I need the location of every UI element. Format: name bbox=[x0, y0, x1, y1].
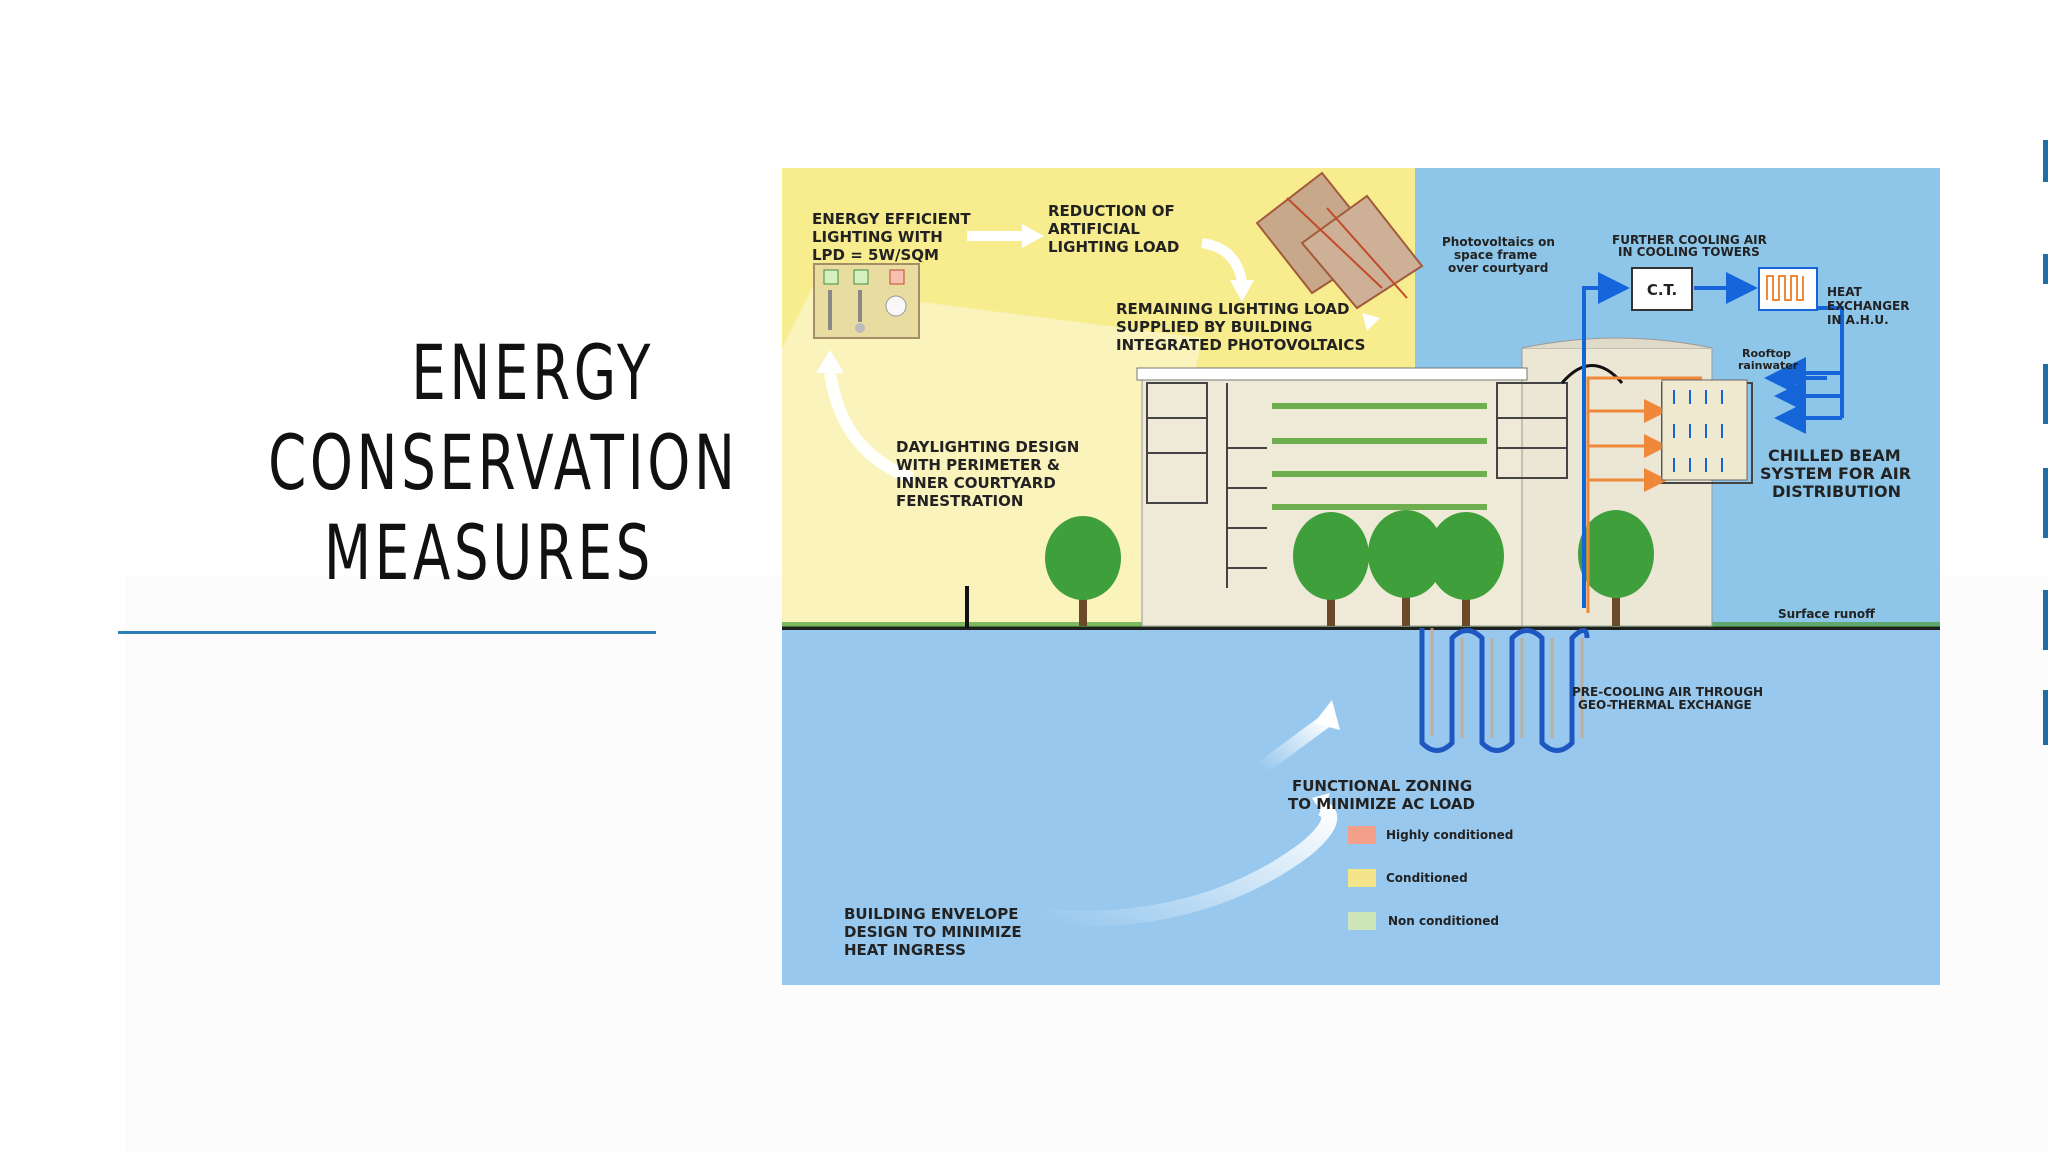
label-precooling-line2: GEO-THERMAL EXCHANGE bbox=[1578, 698, 1752, 712]
title-line-2: CONSERVATION bbox=[268, 418, 739, 507]
label-rooftop-line1: Rooftop bbox=[1742, 347, 1791, 360]
label-chilled-beam-line3: DISTRIBUTION bbox=[1772, 482, 1901, 501]
label-envelope-line1: BUILDING ENVELOPE bbox=[844, 905, 1019, 923]
cooling-system bbox=[1582, 267, 1844, 613]
label-daylighting-line1: DAYLIGHTING DESIGN bbox=[896, 438, 1079, 456]
label-zoning-line2: TO MINIMIZE AC LOAD bbox=[1288, 795, 1475, 813]
label-precooling-line1: PRE-COOLING AIR THROUGH bbox=[1572, 685, 1763, 699]
flow-arrows bbox=[816, 224, 1340, 928]
right-edge-accent bbox=[2043, 690, 2048, 745]
label-pv-line3: over courtyard bbox=[1448, 261, 1548, 275]
right-edge-accent bbox=[2043, 254, 2048, 284]
label-heat-exchanger-line2: EXCHANGER bbox=[1827, 299, 1910, 313]
label-reduction-line2: ARTIFICIAL bbox=[1048, 220, 1140, 238]
title-underline bbox=[118, 631, 656, 634]
legend-label-conditioned: Conditioned bbox=[1386, 871, 1468, 885]
right-edge-accent bbox=[2043, 364, 2048, 424]
label-remaining-line1: REMAINING LIGHTING LOAD bbox=[1116, 300, 1349, 318]
cooling-tower-box bbox=[1631, 267, 1693, 311]
label-daylighting-line4: FENESTRATION bbox=[896, 492, 1023, 510]
label-cooling-line2: IN COOLING TOWERS bbox=[1618, 245, 1760, 259]
label-pv-line2: space frame bbox=[1454, 248, 1537, 262]
label-lighting-line3: LPD = 5W/SQM bbox=[812, 246, 939, 264]
post bbox=[965, 586, 969, 628]
label-zoning-line1: FUNCTIONAL ZONING bbox=[1292, 777, 1472, 795]
label-chilled-beam-line2: SYSTEM FOR AIR bbox=[1760, 464, 1911, 483]
title-line-3: MEASURES bbox=[323, 508, 654, 597]
ground-line bbox=[782, 626, 1940, 630]
legend-swatch-highly-conditioned bbox=[1348, 826, 1376, 844]
label-reduction-line3: LIGHTING LOAD bbox=[1048, 238, 1179, 256]
label-daylighting-line3: INNER COURTYARD bbox=[896, 474, 1056, 492]
right-edge-accent bbox=[2043, 140, 2048, 182]
label-heat-exchanger-line1: HEAT bbox=[1827, 285, 1863, 299]
cooling-tower-label: C.T. bbox=[1647, 281, 1677, 299]
geothermal-loops bbox=[1419, 628, 1590, 753]
title-line-1: ENERGY bbox=[411, 328, 654, 417]
label-envelope-line3: HEAT INGRESS bbox=[844, 941, 966, 959]
label-heat-exchanger-line3: IN A.H.U. bbox=[1827, 313, 1889, 327]
photovoltaic-panels bbox=[1255, 171, 1424, 331]
label-remaining-line2: SUPPLIED BY BUILDING bbox=[1116, 318, 1312, 336]
label-daylighting-line2: WITH PERIMETER & bbox=[896, 456, 1060, 474]
legend-label-highly-conditioned: Highly conditioned bbox=[1386, 828, 1513, 842]
label-lighting-line1: ENERGY EFFICIENT bbox=[812, 210, 971, 228]
legend-swatch-conditioned bbox=[1348, 869, 1376, 887]
slide-title: ENERGY CONSERVATION MEASURES bbox=[268, 328, 739, 598]
label-reduction-line1: REDUCTION OF bbox=[1048, 202, 1175, 220]
label-chilled-beam-line1: CHILLED BEAM bbox=[1768, 446, 1901, 465]
label-envelope-line2: DESIGN TO MINIMIZE bbox=[844, 923, 1022, 941]
heat-exchanger-box bbox=[1758, 267, 1818, 311]
label-rooftop-line2: rainwater bbox=[1738, 359, 1799, 372]
label-surface-runoff: Surface runoff bbox=[1778, 607, 1875, 621]
right-edge-accent bbox=[2043, 590, 2048, 650]
label-cooling-line1: FURTHER COOLING AIR bbox=[1612, 233, 1767, 247]
label-lighting-line2: LIGHTING WITH bbox=[812, 228, 943, 246]
lighting-fixtures-panel bbox=[813, 263, 920, 339]
energy-conservation-diagram: ENERGY EFFICIENT LIGHTING WITH LPD = 5W/… bbox=[782, 168, 1940, 985]
label-pv-line1: Photovoltaics on bbox=[1442, 235, 1555, 249]
right-edge-accent bbox=[2043, 468, 2048, 538]
trees bbox=[1045, 510, 1654, 626]
legend-label-non-conditioned: Non conditioned bbox=[1388, 914, 1499, 928]
label-remaining-line3: INTEGRATED PHOTOVOLTAICS bbox=[1116, 336, 1365, 354]
legend-swatch-non-conditioned bbox=[1348, 912, 1376, 930]
